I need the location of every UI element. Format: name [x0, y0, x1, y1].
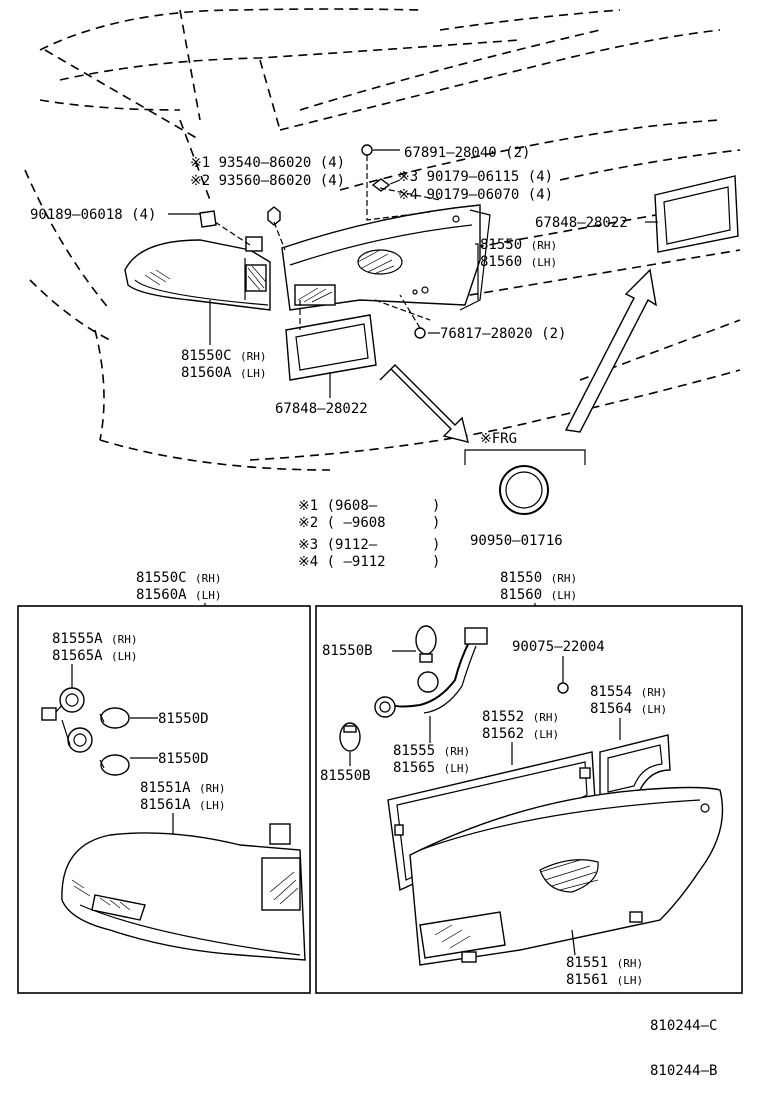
part-81554-label: 81554 (RH): [590, 684, 667, 700]
part-81565-label: 81565 (LH): [393, 760, 470, 776]
leader-lines: [168, 149, 658, 398]
part-81550C-label: 81550C (RH): [181, 348, 267, 364]
part-81552-label: 81552 (RH): [482, 709, 559, 725]
left-box-title-rh: 81550C (RH): [136, 570, 222, 586]
part-81560A-label: 81560A (LH): [181, 365, 267, 381]
figure-code-c: 810244–C: [650, 1018, 717, 1034]
figure-code-b: 810244–B: [650, 1063, 717, 1079]
gasket-right: [654, 175, 739, 253]
note-3-close: ): [432, 537, 440, 553]
note-2: ※2 ( –9608: [298, 515, 386, 531]
note-2-close: ): [432, 515, 440, 531]
lens-81551A-icon: [61, 823, 306, 961]
part-81555-label: 81555 (RH): [393, 743, 470, 759]
bulb-81550B-icon: [339, 625, 437, 752]
part-90189-label: 90189–06018 (4): [30, 207, 156, 223]
part-90179-06070-label: ※4 90179–06070 (4): [398, 187, 553, 203]
part-90950-label: 90950–01716: [470, 533, 563, 549]
frg-label: ※FRG: [480, 431, 517, 447]
right-detail-box: 81550 (RH) 81560 (LH) 81550B 90075–22004…: [315, 570, 743, 994]
part-81550B-label-2: 81550B: [320, 768, 371, 784]
fasteners: [199, 144, 429, 339]
clip-67891-icon: [361, 144, 373, 156]
part-81561A-label: 81561A (LH): [140, 797, 226, 813]
part-81565A-label: 81565A (LH): [52, 648, 138, 664]
note-4: ※4 ( –9112: [298, 554, 386, 570]
part-81551-label: 81551 (RH): [566, 955, 643, 971]
top-labels: 67891–28040 (2) ※1 93540–86020 (4) ※2 93…: [30, 145, 628, 549]
note-4-close: ): [432, 554, 440, 570]
socket-assembly-icon: [41, 687, 93, 753]
part-90179-06115-label: ※3 90179–06115 (4): [398, 169, 553, 185]
part-76817-label: 76817–28020 (2): [440, 326, 566, 342]
part-67891-label: 67891–28040 (2): [404, 145, 530, 161]
part-81560-label: 81560 (LH): [480, 254, 557, 270]
nut-93540-icon: [267, 206, 281, 226]
nut-90179-icon: [371, 178, 391, 192]
part-81564-label: 81564 (LH): [590, 701, 667, 717]
gasket-left: [285, 314, 377, 381]
screw-90075-icon: [557, 682, 569, 694]
socket-harness-81555-icon: [374, 627, 488, 718]
right-box-title-rh: 81550 (RH): [500, 570, 577, 586]
nut-76817-icon: [414, 327, 426, 339]
direction-arrows: [379, 268, 657, 443]
note-1: ※1 (9608–: [298, 498, 378, 514]
part-67848-right-label: 67848–28022: [535, 215, 628, 231]
left-box-title-lh: 81560A (LH): [136, 587, 222, 603]
part-67848-left-label: 67848–28022: [275, 401, 368, 417]
part-81550D-label-2: 81550D: [158, 751, 209, 767]
rear-lamp-garnish-center: [281, 204, 491, 311]
part-81555A-label: 81555A (RH): [52, 631, 138, 647]
rear-combination-lamp-outer: [124, 236, 271, 311]
note-1-close: ): [432, 498, 440, 514]
part-81550D-label-1: 81550D: [158, 711, 209, 727]
part-81551A-label: 81551A (RH): [140, 780, 226, 796]
lens-81551-icon: [409, 786, 724, 966]
part-81550-label: 81550 (RH): [480, 237, 557, 253]
part-93540-label: ※1 93540–86020 (4): [190, 155, 345, 171]
clip-90189-icon: [199, 210, 217, 228]
part-81550B-label-1: 81550B: [322, 643, 373, 659]
frg-grommet-group: [464, 449, 586, 515]
bulb-81550D-icon: [99, 707, 130, 776]
part-93560-label: ※2 93560–86020 (4): [190, 173, 345, 189]
right-box-title-lh: 81560 (LH): [500, 587, 577, 603]
note-3: ※3 (9112–: [298, 537, 378, 553]
left-detail-box: 81550C (RH) 81560A (LH) 81555A (RH) 8156…: [17, 570, 311, 994]
car-body-outline: [24, 8, 741, 471]
applicability-notes: ※1 (9608– ) ※2 ( –9608 ) ※3 (9112– ) ※4 …: [298, 498, 440, 570]
part-81561-label: 81561 (LH): [566, 972, 643, 988]
part-81562-label: 81562 (LH): [482, 726, 559, 742]
part-90075-label: 90075–22004: [512, 639, 605, 655]
